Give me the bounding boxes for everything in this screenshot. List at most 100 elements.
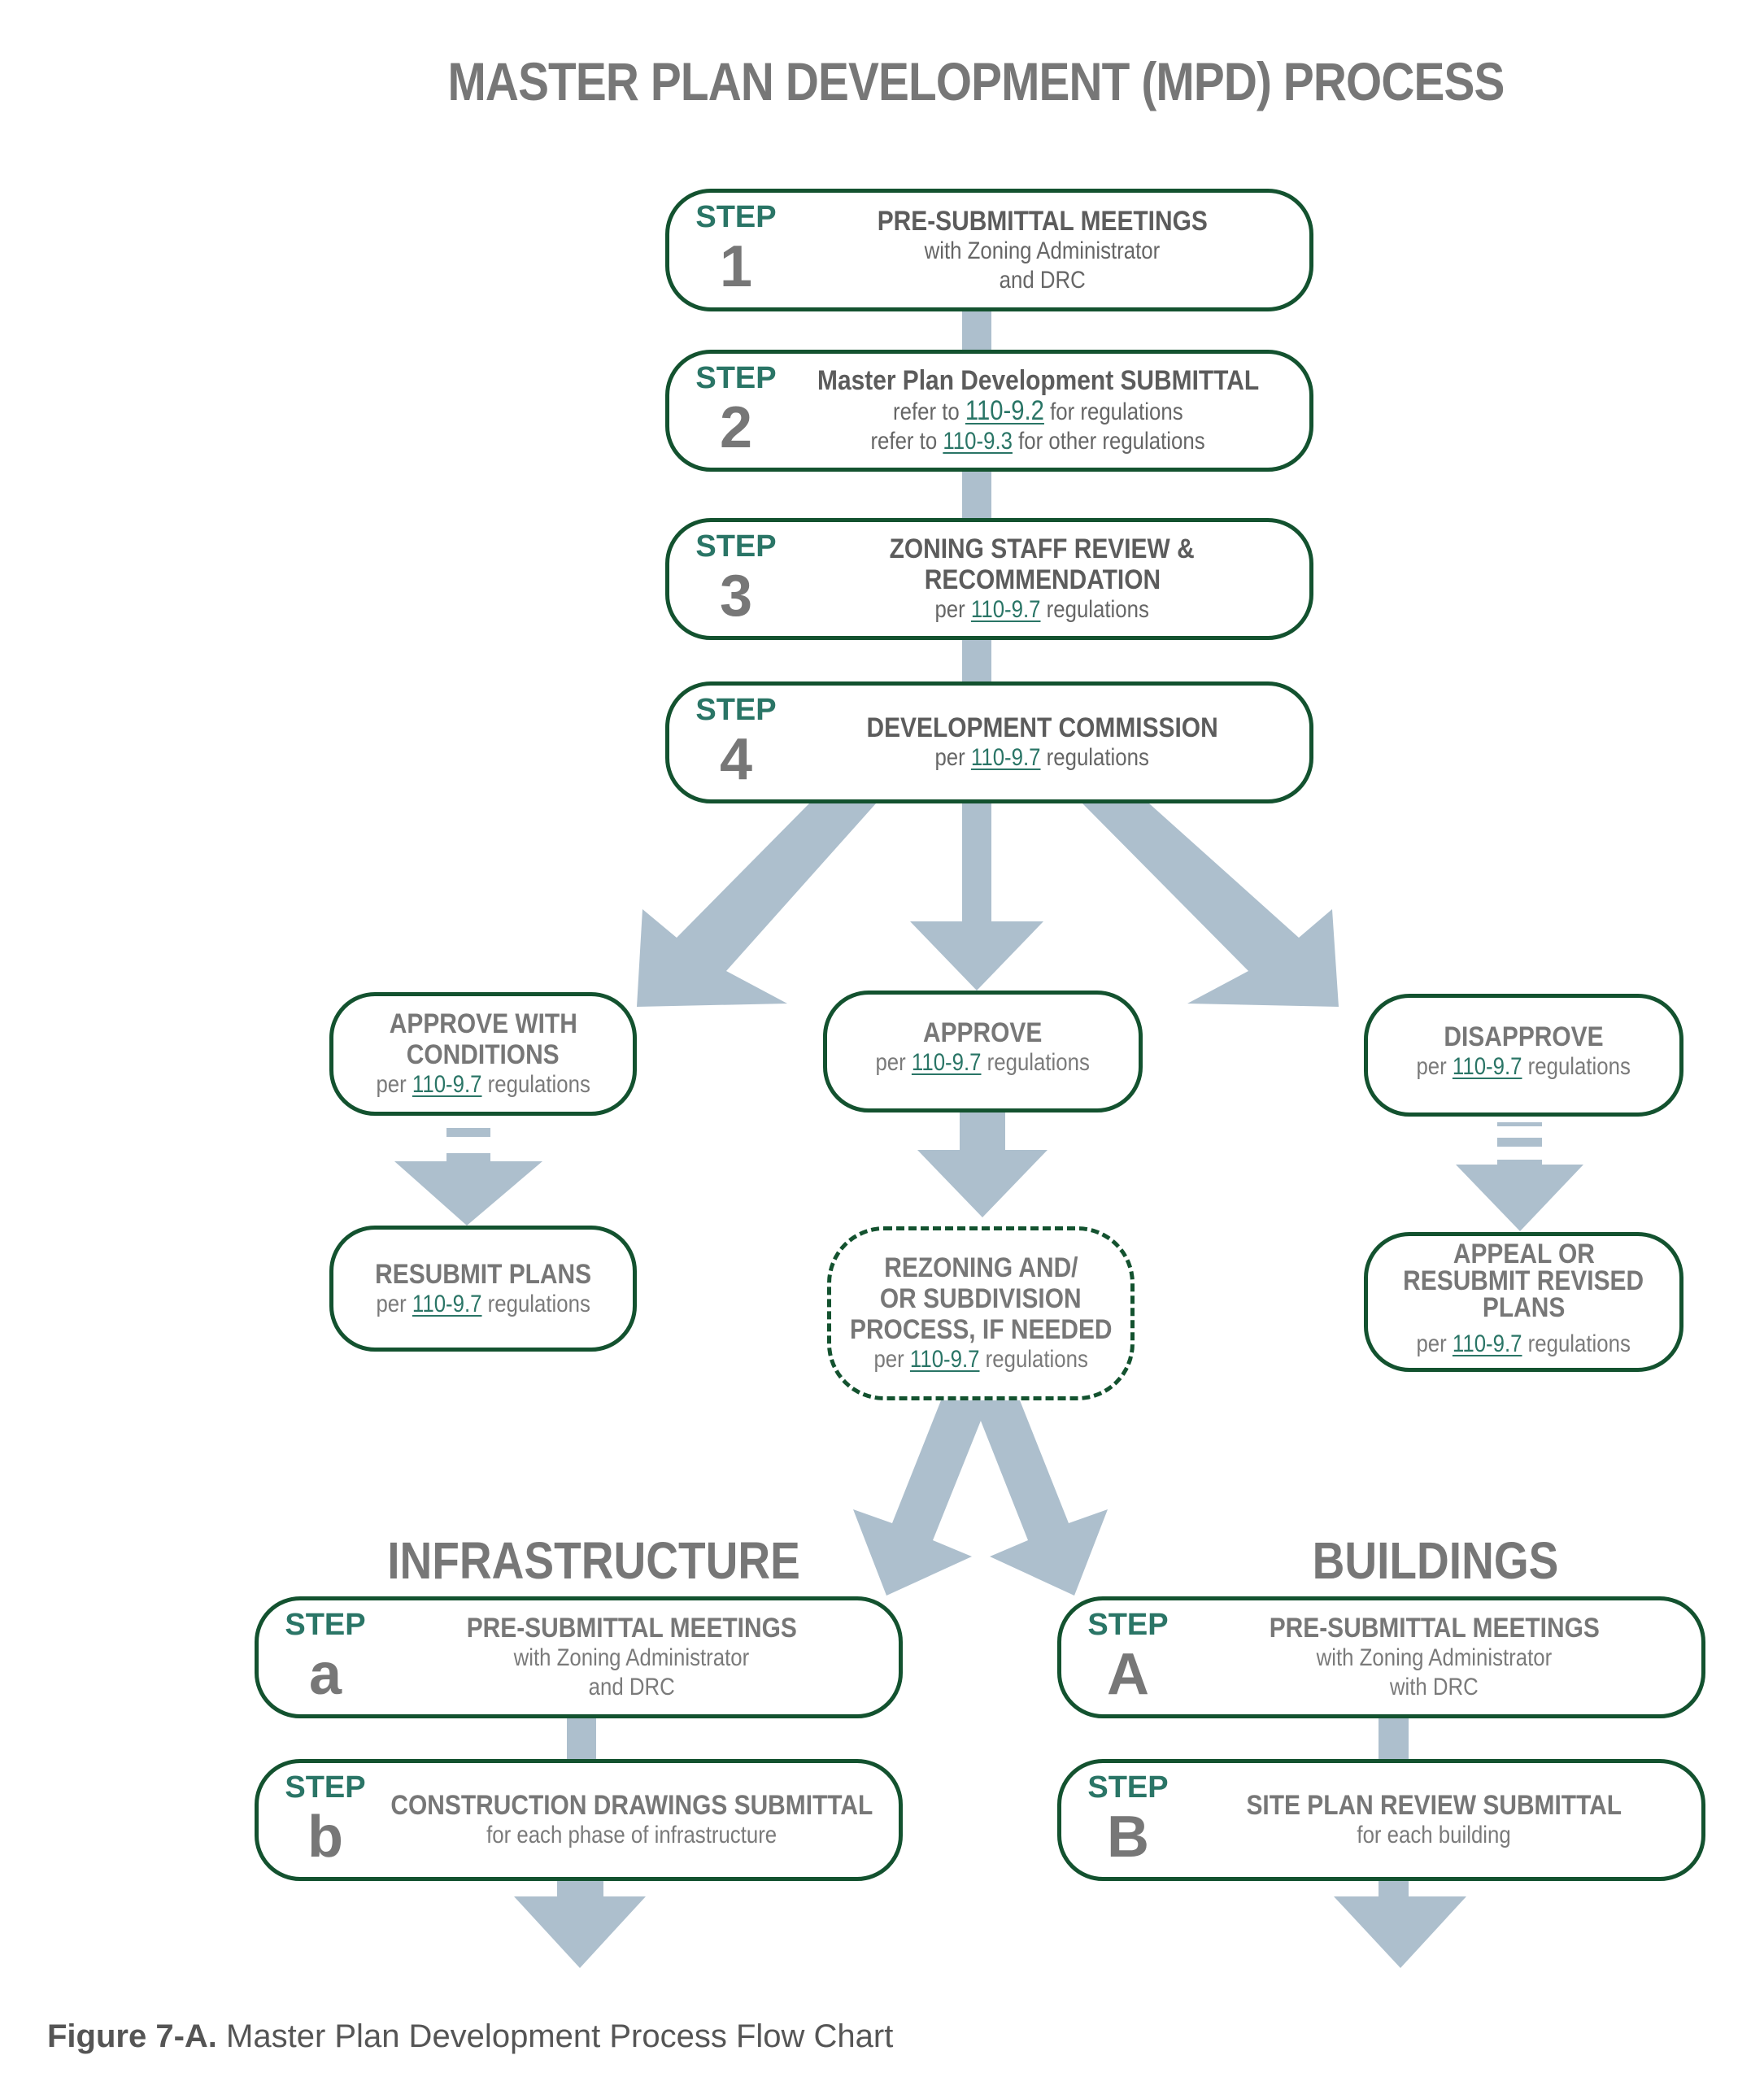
outcome-detail: per 110-9.7 regulations	[376, 1070, 590, 1099]
step-content: PRE-SUBMITTAL MEETINGS with Zoning Admin…	[791, 193, 1293, 307]
text-prefix: per	[934, 596, 972, 623]
arrow-to-infrastructure	[853, 1400, 989, 1596]
regulation-link[interactable]: 110-9.7	[912, 1049, 982, 1076]
connector-step1-step2	[962, 309, 991, 353]
step-2-box[interactable]: STEP 2 Master Plan Development SUBMITTAL…	[665, 350, 1313, 472]
text-prefix: per	[1416, 1052, 1453, 1080]
arrow-stem	[1379, 1879, 1409, 1898]
step-headline: PRE-SUBMITTAL MEETINGS	[466, 1613, 797, 1644]
step-label: STEP 3	[687, 529, 785, 628]
step-b-box[interactable]: STEP b CONSTRUCTION DRAWINGS SUBMITTAL f…	[255, 1759, 903, 1881]
outcome-detail: per 110-9.7 regulations	[876, 1048, 1090, 1078]
step-word: STEP	[695, 693, 777, 727]
step-number: A	[1107, 1642, 1149, 1707]
step-number: a	[308, 1642, 342, 1707]
step-A-box[interactable]: STEP A PRE-SUBMITTAL MEETINGS with Zonin…	[1057, 1596, 1705, 1718]
outcome-headline: PLANS	[1482, 1292, 1566, 1323]
buildings-heading: BUILDINGS	[1312, 1531, 1559, 1590]
outcome-content: REZONING AND/ OR SUBDIVISION PROCESS, IF…	[839, 1230, 1122, 1396]
text-prefix: per	[376, 1290, 412, 1317]
step-headline: PRE-SUBMITTAL MEETINGS	[1269, 1613, 1600, 1644]
outcome-content: DISAPPROVE per 110-9.7 regulations	[1376, 998, 1671, 1104]
appeal-box[interactable]: APPEAL OR RESUBMIT REVISED PLANS per 110…	[1364, 1232, 1683, 1372]
outcome-detail: per 110-9.7 regulations	[1417, 1330, 1631, 1359]
text-prefix: refer to	[893, 398, 966, 425]
arrow-to-approve	[910, 803, 1043, 991]
approve-box[interactable]: APPROVE per 110-9.7 regulations	[823, 991, 1143, 1112]
text-suffix: regulations	[481, 1290, 590, 1317]
outcome-headline: OR SUBDIVISION	[880, 1283, 1082, 1314]
regulation-link[interactable]: 110-9.7	[412, 1290, 482, 1317]
step-content: DEVELOPMENT COMMISSION per 110-9.7 regul…	[791, 686, 1293, 799]
page-title: MASTER PLAN DEVELOPMENT (MPD) PROCESS	[447, 51, 1505, 111]
regulation-link[interactable]: 110-9.2	[965, 395, 1045, 426]
approve-with-conditions-box[interactable]: APPROVE WITH CONDITIONS per 110-9.7 regu…	[329, 992, 637, 1116]
step-label: STEP 1	[687, 199, 785, 298]
step-detail: with Zoning Administrator	[513, 1644, 750, 1671]
step-word: STEP	[1087, 1608, 1169, 1642]
step-detail: with DRC	[1390, 1674, 1479, 1700]
outcome-headline: REZONING AND/	[883, 1252, 1078, 1283]
step-word: STEP	[695, 529, 777, 564]
text-suffix: regulations	[1040, 596, 1150, 623]
step-4-box[interactable]: STEP 4 DEVELOPMENT COMMISSION per 110-9.…	[665, 681, 1313, 803]
regulation-link[interactable]: 110-9.7	[1453, 1052, 1522, 1080]
text-prefix: per	[1416, 1330, 1453, 1357]
outcome-headline: RESUBMIT REVISED	[1403, 1265, 1644, 1296]
step-label: STEP b	[277, 1770, 374, 1869]
arrow-infrastructure-continue	[514, 1896, 646, 1968]
step-detail: refer to 110-9.2 for regulations	[893, 396, 1183, 427]
step-headline: Master Plan Development SUBMITTAL	[817, 365, 1260, 396]
step-word: STEP	[285, 1608, 366, 1642]
infrastructure-heading: INFRASTRUCTURE	[387, 1531, 800, 1590]
regulation-link[interactable]: 110-9.7	[412, 1071, 482, 1098]
step-detail: with Zoning Administrator	[1316, 1644, 1553, 1671]
step-label: STEP a	[277, 1607, 374, 1706]
regulation-link[interactable]: 110-9.7	[909, 1346, 980, 1373]
step-content: CONSTRUCTION DRAWINGS SUBMITTAL for each…	[372, 1763, 891, 1877]
regulation-link[interactable]: 110-9.7	[971, 596, 1041, 623]
text-suffix: regulations	[481, 1071, 590, 1098]
step-3-box[interactable]: STEP 3 ZONING STAFF REVIEW & RECOMMENDAT…	[665, 518, 1313, 640]
regulation-link[interactable]: 110-9.7	[1453, 1330, 1522, 1357]
resubmit-plans-box[interactable]: RESUBMIT PLANS per 110-9.7 regulations	[329, 1226, 637, 1352]
step-headline: ZONING STAFF REVIEW &	[889, 533, 1196, 564]
connector-dash	[1497, 1122, 1542, 1126]
text-suffix: regulations	[1522, 1330, 1631, 1357]
step-word: STEP	[695, 200, 777, 234]
arrow-stem	[446, 1153, 490, 1163]
outcome-headline: PROCESS, IF NEEDED	[849, 1314, 1113, 1345]
step-detail: per 110-9.7 regulations	[935, 743, 1149, 773]
step-content: Master Plan Development SUBMITTAL refer …	[783, 354, 1293, 468]
step-content: PRE-SUBMITTAL MEETINGS with Zoning Admin…	[381, 1600, 882, 1714]
step-detail: for each building	[1357, 1822, 1512, 1848]
step-1-box[interactable]: STEP 1 PRE-SUBMITTAL MEETINGS with Zonin…	[665, 189, 1313, 311]
regulation-link[interactable]: 110-9.3	[943, 428, 1013, 455]
text-suffix: regulations	[1522, 1052, 1631, 1080]
step-B-box[interactable]: STEP B SITE PLAN REVIEW SUBMITTAL for ea…	[1057, 1759, 1705, 1881]
text-prefix: per	[875, 1049, 912, 1076]
text-suffix: for other regulations	[1013, 428, 1206, 455]
outcome-headline: APPEAL OR	[1453, 1239, 1595, 1269]
connector-dash	[1497, 1138, 1542, 1147]
step-headline: PRE-SUBMITTAL MEETINGS	[877, 205, 1208, 237]
step-headline: SITE PLAN REVIEW SUBMITTAL	[1246, 1790, 1622, 1821]
arrow-stem	[557, 1879, 603, 1898]
text-prefix: per	[873, 1346, 910, 1373]
connector-step2-step3	[962, 469, 991, 521]
outcome-content: APPROVE per 110-9.7 regulations	[835, 995, 1130, 1100]
connector-step3-step4	[962, 638, 991, 685]
outcome-detail: per 110-9.7 regulations	[873, 1345, 1087, 1374]
step-detail: per 110-9.7 regulations	[935, 595, 1149, 625]
outcome-content: RESUBMIT PLANS per 110-9.7 regulations	[342, 1230, 625, 1348]
step-word: STEP	[285, 1770, 366, 1805]
rezoning-box[interactable]: REZONING AND/ OR SUBDIVISION PROCESS, IF…	[827, 1226, 1135, 1400]
step-detail: and DRC	[999, 266, 1086, 294]
step-a-box[interactable]: STEP a PRE-SUBMITTAL MEETINGS with Zonin…	[255, 1596, 903, 1718]
outcome-headline: APPROVE WITH	[389, 1008, 577, 1039]
figure-label: Figure 7-A.	[47, 2018, 217, 2054]
disapprove-box[interactable]: DISAPPROVE per 110-9.7 regulations	[1364, 994, 1683, 1117]
step-number: 1	[719, 234, 753, 299]
figure-caption: Figure 7-A. Master Plan Development Proc…	[47, 2018, 893, 2055]
regulation-link[interactable]: 110-9.7	[971, 744, 1041, 771]
